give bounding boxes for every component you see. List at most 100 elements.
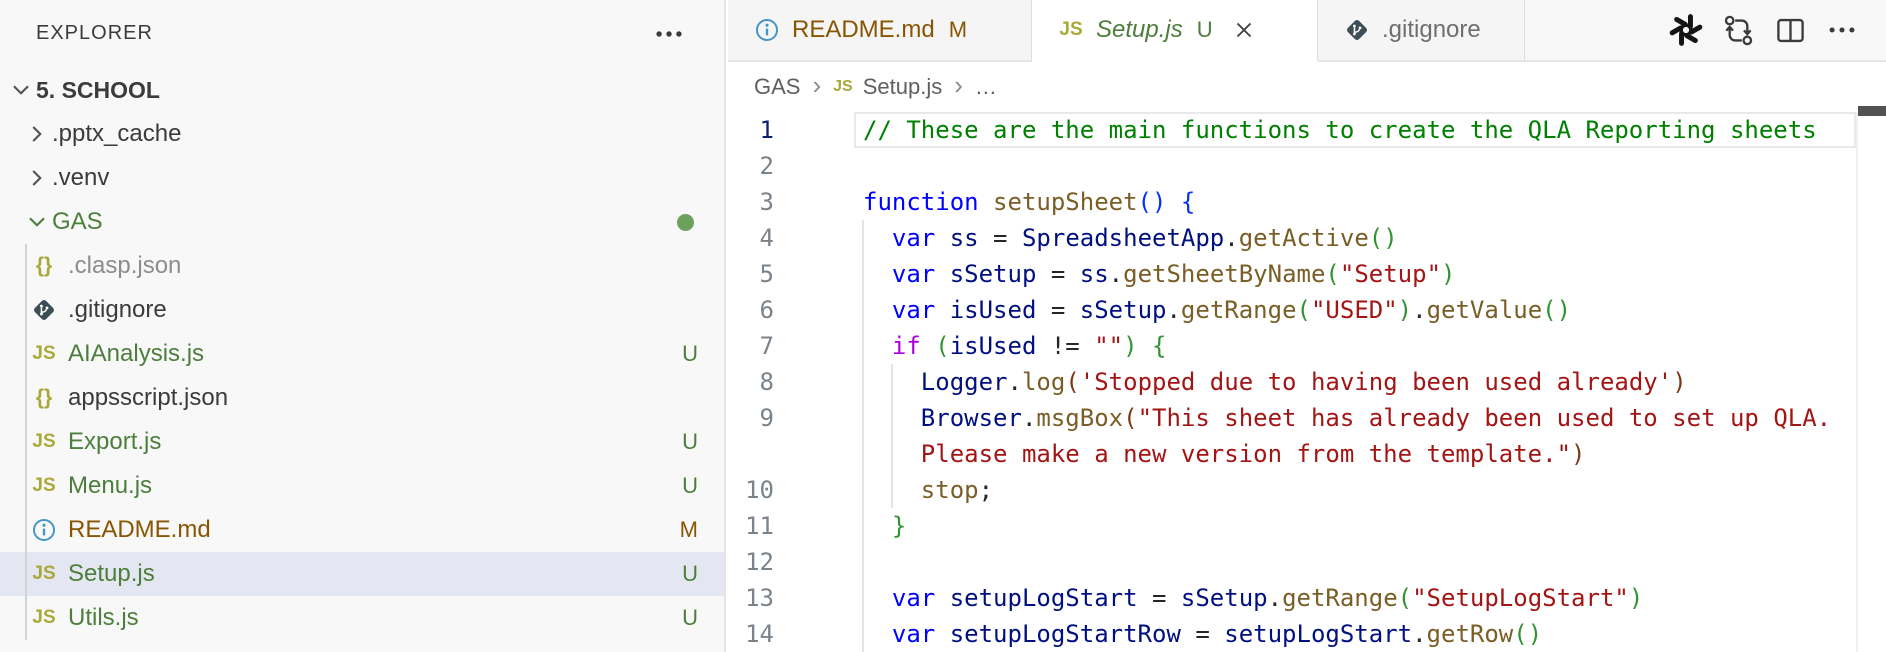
tree-item-label: Utils.js (68, 604, 139, 631)
git-status-badge: U (682, 561, 698, 586)
code-text: var setupLogStartRow = setupLogStart.get… (863, 620, 1543, 648)
js-file-icon: JS (833, 78, 853, 95)
code-line[interactable]: 1// These are the main functions to crea… (728, 112, 1886, 148)
code-text: var sSetup = ss.getSheetByName("Setup") (863, 260, 1456, 288)
tree-item-venv[interactable]: .venv (0, 156, 724, 200)
tree-item-label: README.md (68, 516, 211, 543)
code-line[interactable]: 11 } (728, 508, 1886, 544)
tree-item-gitignore[interactable]: .gitignore (0, 288, 724, 332)
more-actions-icon[interactable] (648, 16, 690, 52)
code-editor[interactable]: 1// These are the main functions to crea… (728, 106, 1886, 652)
tree-item-5-school[interactable]: 5. SCHOOL (0, 68, 724, 112)
code-text: var setupLogStart = sSetup.getRange("Set… (863, 584, 1644, 612)
tree-item-pptx-cache[interactable]: .pptx_cache (0, 112, 724, 156)
tree-item-clasp-json[interactable]: {} .clasp.json (0, 244, 724, 288)
json-file-icon: {} (35, 254, 53, 277)
chevron-right-icon (22, 163, 52, 193)
chevron-right-icon (22, 119, 52, 149)
tree-item-label: appsscript.json (68, 384, 229, 411)
line-number: 8 (759, 368, 774, 396)
code-line[interactable]: 8 Logger.log('Stopped due to having been… (728, 364, 1886, 400)
tree-indent-guide (25, 244, 27, 640)
code-line[interactable]: 4 var ss = SpreadsheetApp.getActive() (728, 220, 1886, 256)
code-text: var ss = SpreadsheetApp.getActive() (863, 224, 1398, 252)
code-line[interactable]: 2 (728, 148, 1886, 184)
explorer-title: EXPLORER (36, 22, 153, 44)
code-line[interactable]: 6 var isUsed = sSetup.getRange("USED").g… (728, 292, 1886, 328)
editor-scrollbar[interactable] (1856, 106, 1886, 652)
tree-item-label: .venv (52, 164, 110, 191)
code-line[interactable]: 13 var setupLogStart = sSetup.getRange("… (728, 580, 1886, 616)
line-number: 6 (759, 296, 774, 324)
tab-label: README.md (792, 16, 935, 43)
split-editor-icon[interactable] (1772, 12, 1808, 48)
git-compare-icon[interactable] (1720, 12, 1756, 48)
breadcrumb-item-[interactable]: … (974, 74, 997, 99)
js-file-icon: JS (32, 563, 56, 584)
line-number: 11 (745, 512, 774, 540)
tree-item-label: .gitignore (68, 296, 167, 323)
line-number: 7 (759, 332, 774, 360)
line-number: 10 (745, 476, 774, 504)
code-line[interactable]: 5 var sSetup = ss.getSheetByName("Setup"… (728, 256, 1886, 292)
git-status-badge: M (948, 17, 968, 42)
line-number: 1 (759, 116, 774, 144)
overview-ruler-marker (1858, 106, 1886, 116)
code-text: Please make a new version from the templ… (863, 440, 1586, 468)
tree-item-setup-js[interactable]: JS Setup.js U (0, 552, 724, 596)
code-text: var isUsed = sSetup.getRange("USED").get… (863, 296, 1572, 324)
indent-guide-level2 (891, 364, 893, 508)
chevron-down-icon (22, 207, 52, 237)
tree-item-readme-md[interactable]: README.md M (0, 508, 724, 552)
breadcrumb-item-setup-js[interactable]: Setup.js (862, 74, 943, 99)
editor-actions (1525, 0, 1886, 62)
tab-readme-md[interactable]: README.md M (728, 0, 1032, 62)
line-number: 13 (745, 584, 774, 612)
current-line-highlight (854, 112, 1856, 148)
line-number: 9 (759, 404, 774, 432)
code-text: Logger.log('Stopped due to having been u… (863, 368, 1687, 396)
tree-item-label: AIAnalysis.js (68, 340, 205, 367)
tree-item-label: Setup.js (68, 560, 155, 587)
tab-gitignore[interactable]: .gitignore (1318, 0, 1525, 62)
explorer-header: EXPLORER (0, 0, 724, 64)
code-line[interactable]: 10 stop; (728, 472, 1886, 508)
breadcrumb-item-gas[interactable]: GAS (754, 74, 801, 99)
tree-item-label: .clasp.json (68, 252, 182, 279)
git-file-icon (1342, 15, 1372, 45)
more-icon[interactable] (1824, 12, 1860, 48)
code-line[interactable]: 9 Browser.msgBox("This sheet has already… (728, 400, 1886, 436)
tree-item-gas[interactable]: GAS (0, 200, 724, 244)
tree-item-label: 5. SCHOOL (36, 76, 160, 103)
info-file-icon (28, 514, 60, 546)
git-status-badge: U (682, 429, 698, 454)
line-number: 12 (745, 548, 774, 576)
code-text: if (isUsed != "") { (863, 332, 1167, 360)
code-line[interactable]: Please make a new version from the templ… (728, 436, 1886, 472)
git-status-badge: M (679, 517, 698, 542)
tab-label: .gitignore (1382, 16, 1481, 43)
code-line[interactable]: 12 (728, 544, 1886, 580)
tree-item-appsscript-json[interactable]: {}appsscript.json (0, 376, 724, 420)
git-status-badge: U (1196, 17, 1213, 42)
code-text: stop; (863, 476, 994, 504)
tree-item-label: .pptx_cache (52, 120, 182, 147)
line-number: 3 (759, 188, 774, 216)
close-icon[interactable] (1229, 15, 1259, 45)
openai-icon[interactable] (1668, 12, 1704, 48)
code-line[interactable]: 7 if (isUsed != "") { (728, 328, 1886, 364)
tree-item-label: Menu.js (68, 472, 153, 499)
tree-item-label: GAS (52, 208, 103, 235)
js-file-icon: JS (32, 607, 56, 628)
indent-guide-level1 (862, 220, 864, 652)
code-line[interactable]: 14 var setupLogStartRow = setupLogStart.… (728, 616, 1886, 652)
